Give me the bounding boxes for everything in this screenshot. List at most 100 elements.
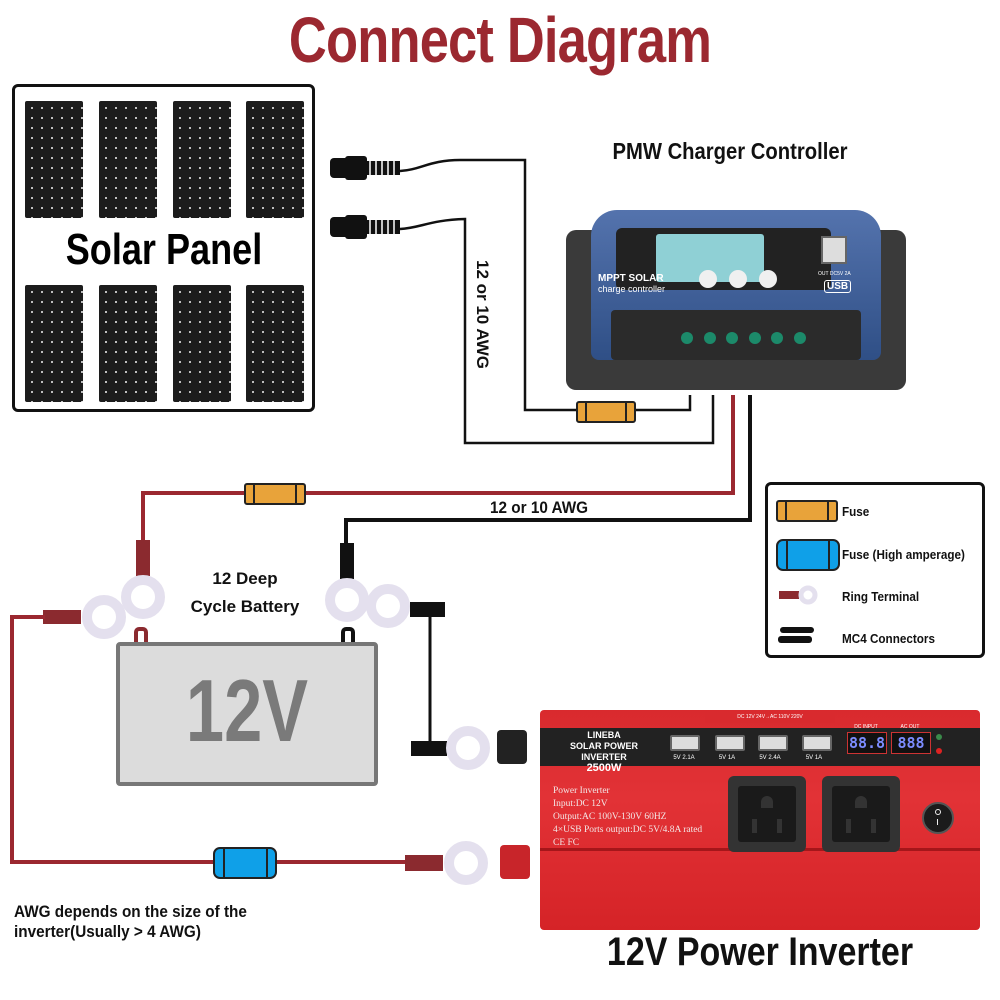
terminal-screw bbox=[681, 332, 693, 344]
usb-port-label: 5V 2.1A bbox=[673, 755, 695, 761]
mc4-connector-icon bbox=[330, 156, 400, 180]
battery-label-line1: 12 Deep bbox=[212, 569, 278, 588]
legend-item-high-amp-fuse bbox=[776, 539, 840, 571]
spec-line: Input:DC 12V bbox=[553, 799, 608, 809]
battery-wire-negative bbox=[344, 395, 752, 545]
ring-terminal-icon bbox=[366, 584, 410, 628]
fuse-icon bbox=[776, 500, 838, 522]
terminal-screw bbox=[703, 332, 716, 344]
legend-item-fuse bbox=[776, 500, 838, 522]
ring-terminal-icon bbox=[779, 585, 818, 605]
solar-cell bbox=[99, 285, 157, 402]
dc-input-display: 88.8 bbox=[847, 732, 887, 754]
inverter-wire-positive bbox=[10, 615, 410, 864]
menu-button[interactable] bbox=[699, 270, 717, 288]
usb-port bbox=[802, 735, 832, 751]
display-label: DC INPUT bbox=[854, 724, 878, 730]
spec-line: Power Inverter bbox=[553, 786, 610, 796]
panel-wire-negative bbox=[399, 217, 715, 445]
inverter-model: SOLAR POWER INVERTER bbox=[569, 741, 638, 762]
inverter-wattage: 2500W bbox=[586, 762, 622, 774]
usb-port-label: 5V 2.4A bbox=[759, 755, 781, 761]
ring-terminal-crimp bbox=[405, 855, 443, 871]
terminal-screw bbox=[793, 332, 806, 344]
solar-cell bbox=[25, 101, 83, 218]
ring-terminal-icon bbox=[325, 578, 369, 622]
inverter-positive-terminal bbox=[500, 845, 530, 879]
legend: Fuse Fuse (High amperage) Ring Terminal … bbox=[765, 482, 985, 658]
battery-voltage: 12V bbox=[185, 661, 309, 760]
awg-note-line1: AWG depends on the size of the bbox=[14, 902, 247, 921]
legend-label: Fuse bbox=[842, 504, 870, 519]
solar-cell bbox=[173, 101, 231, 218]
usb-port-label: 5V 1A bbox=[805, 755, 823, 761]
status-led-red bbox=[936, 748, 942, 754]
spec-line: Output:AC 100V-130V 60HZ bbox=[553, 812, 667, 822]
legend-label: Fuse (High amperage) bbox=[842, 547, 965, 562]
terminal-screw bbox=[748, 332, 761, 344]
fuse-icon bbox=[576, 401, 636, 423]
ac-outlet bbox=[728, 776, 806, 852]
battery: 12V bbox=[116, 642, 378, 786]
high-amp-fuse-icon bbox=[213, 847, 277, 879]
ring-terminal-crimp bbox=[136, 540, 150, 576]
mode-strip: DC 12V 24V→AC 110V 220V bbox=[705, 712, 835, 723]
battery-label-line2: Cycle Battery bbox=[190, 597, 300, 616]
down-button[interactable] bbox=[759, 270, 777, 288]
inverter-caption: 12V Power Inverter bbox=[606, 930, 914, 974]
battery-negative-post bbox=[341, 627, 355, 645]
inverter-negative-terminal bbox=[497, 730, 527, 764]
usb-port bbox=[715, 735, 745, 751]
status-led-green bbox=[936, 734, 942, 740]
ring-terminal-crimp bbox=[340, 543, 354, 579]
mc4-connector-icon bbox=[778, 627, 814, 643]
charge-controller: MPPT SOLAR charge controller OUT DC5V 2A… bbox=[566, 210, 906, 390]
fuse-icon bbox=[244, 483, 306, 505]
legend-item-mc4 bbox=[776, 625, 826, 645]
usb-spec-label: OUT DC5V 2A bbox=[818, 271, 851, 277]
battery-positive-post bbox=[134, 627, 148, 645]
wire-gauge-label-vertical: 12 or 10 AWG bbox=[473, 260, 492, 369]
usb-port bbox=[670, 735, 700, 751]
mc4-connector-icon bbox=[330, 215, 400, 239]
usb-port bbox=[758, 735, 788, 751]
solar-cell bbox=[25, 285, 83, 402]
controller-title: PMW Charger Controller bbox=[612, 138, 848, 164]
inverter-specs: Power Inverter Input:DC 12V Output:AC 10… bbox=[553, 785, 702, 850]
ring-terminal-crimp bbox=[43, 610, 81, 624]
wire-gauge-label-horizontal: 12 or 10 AWG bbox=[490, 498, 589, 517]
awg-note-line2: inverter(Usually > 4 AWG) bbox=[14, 922, 201, 941]
usb-logo: USB bbox=[824, 280, 852, 293]
legend-label: MC4 Connectors bbox=[842, 631, 935, 646]
legend-label: Ring Terminal bbox=[842, 589, 920, 604]
usb-port bbox=[821, 236, 847, 264]
solar-panel bbox=[12, 84, 315, 412]
solar-panel-label: Solar Panel bbox=[65, 225, 263, 274]
up-button[interactable] bbox=[729, 270, 747, 288]
display-label: AC OUT bbox=[900, 724, 920, 730]
ring-terminal-icon bbox=[444, 841, 488, 885]
spec-line: CE FC bbox=[553, 838, 580, 848]
battery-wire-positive bbox=[141, 395, 735, 540]
ring-terminal-icon bbox=[446, 726, 490, 770]
negative-jumper-cable bbox=[410, 602, 447, 756]
spec-line: 4×USB Ports output:DC 5V/4.8A rated bbox=[553, 825, 703, 835]
solar-cell bbox=[246, 101, 304, 218]
solar-cell bbox=[246, 285, 304, 402]
usb-port-label: 5V 1A bbox=[718, 755, 736, 761]
terminal-screw bbox=[726, 332, 739, 344]
terminal-screw bbox=[771, 332, 784, 344]
inverter-control-band: LINEBA SOLAR POWER INVERTER 2500W 5V 2.1… bbox=[540, 724, 980, 774]
power-switch[interactable] bbox=[922, 802, 954, 834]
legend-item-ring-terminal bbox=[776, 585, 826, 605]
solar-cell bbox=[99, 101, 157, 218]
panel-wire-positive bbox=[399, 158, 692, 412]
controller-brand: MPPT SOLAR bbox=[598, 273, 664, 284]
solar-cell bbox=[173, 285, 231, 402]
inverter-brand: LINEBA bbox=[587, 730, 621, 740]
ring-terminal-icon bbox=[82, 595, 126, 639]
controller-subtitle: charge controller bbox=[598, 284, 666, 294]
ac-out-display: 888 bbox=[891, 732, 931, 754]
diagram-title: Connect Diagram bbox=[288, 4, 712, 76]
